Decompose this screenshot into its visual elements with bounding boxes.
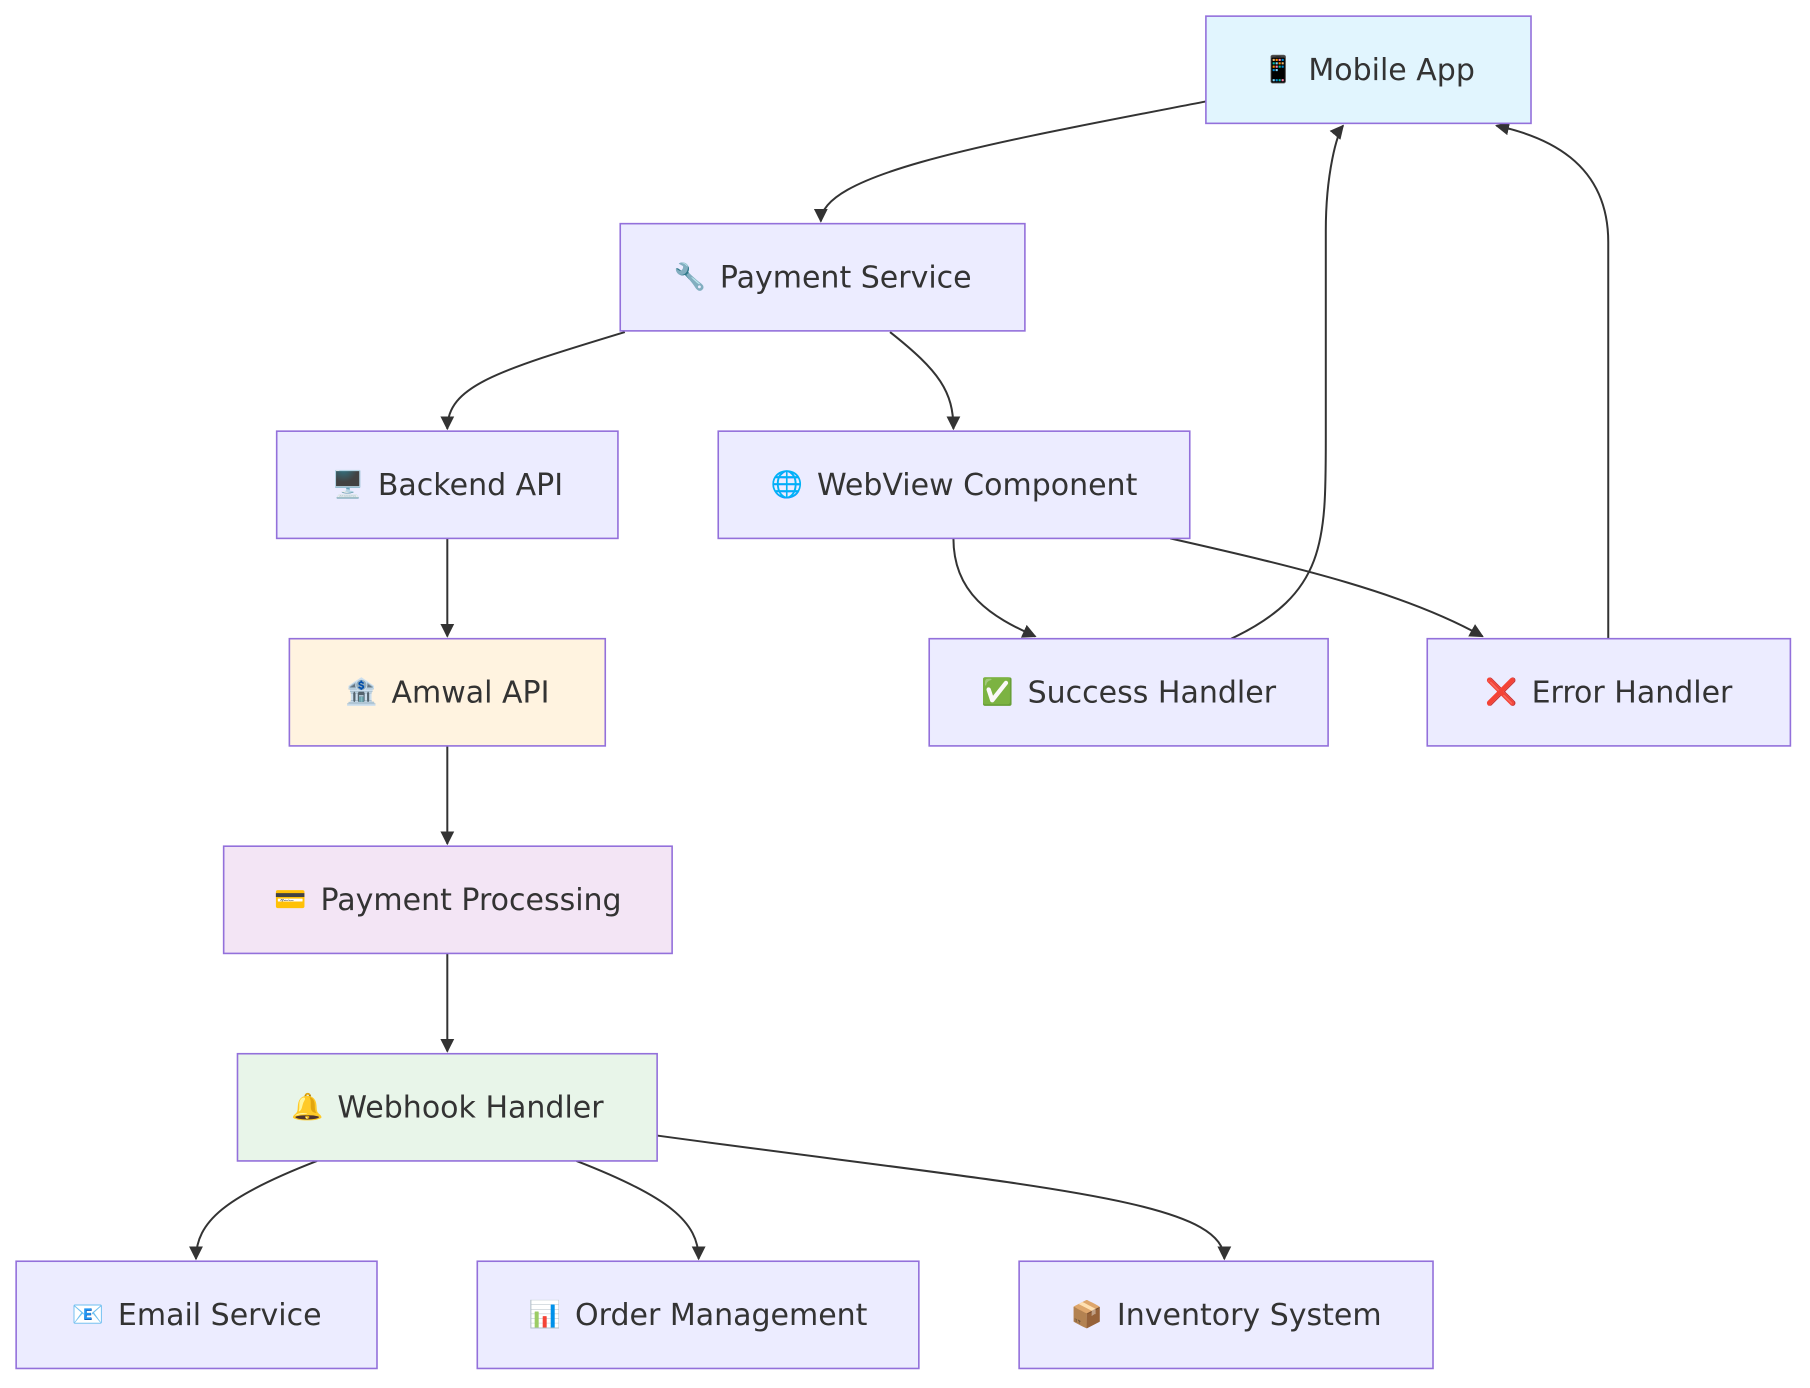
edge-webview-success [952, 538, 1037, 638]
node-label-text: WebView Component [817, 467, 1138, 502]
envelope-icon: 📧 [72, 1300, 104, 1330]
node-box [619, 222, 1026, 332]
node-box [1205, 15, 1532, 125]
node-label: 🔔 Webhook Handler [291, 1090, 604, 1125]
node-box [1426, 637, 1792, 747]
node-label-text: Inventory System [1117, 1297, 1382, 1332]
webhook-handler-node: 🔔 Webhook Handler [236, 1052, 658, 1162]
email-service-node: 📧 Email Service [15, 1260, 378, 1370]
node-label-text: Backend API [378, 467, 563, 502]
edge-mobile-payservice [813, 100, 1207, 223]
node-label-text: Order Management [575, 1297, 868, 1332]
webview-component-node: 🌐 WebView Component [717, 430, 1191, 540]
desktop-computer-icon: 🖥️ [331, 469, 363, 500]
node-label: ❌ Error Handler [1485, 675, 1733, 710]
bar-chart-icon: 📊 [529, 1299, 561, 1330]
edge-error-mobile [1495, 121, 1610, 639]
check-mark-icon: ✅ [981, 676, 1013, 707]
edge-webhook-order [576, 1160, 706, 1261]
node-box [275, 430, 619, 540]
node-box [15, 1260, 378, 1370]
error-handler-node: ❌ Error Handler [1426, 637, 1792, 747]
node-label: 📊 Order Management [529, 1297, 868, 1332]
globe-icon: 🌐 [771, 469, 803, 500]
payment-service-node: 🔧 Payment Service [619, 222, 1026, 332]
backend-api-node: 🖥️ Backend API [275, 430, 619, 540]
node-label-text: Email Service [118, 1297, 322, 1332]
node-label: 🏦 Amwal API [345, 675, 549, 710]
mobile-app-node: 📱 Mobile App [1205, 15, 1532, 125]
amwal-api-node: 🏦 Amwal API [288, 637, 607, 747]
node-label-text: Amwal API [391, 675, 549, 710]
node-label: 📦 Inventory System [1071, 1297, 1382, 1332]
node-label: 🌐 WebView Component [771, 467, 1138, 502]
node-label-text: Payment Processing [321, 882, 622, 917]
edge-webhook-inventory [656, 1134, 1232, 1261]
nodes-layer: 📱 Mobile App 🔧 Payment Service 🖥️ Backend API… [15, 15, 1792, 1370]
wrench-icon: 🔧 [674, 260, 706, 292]
edges-layer [188, 100, 1610, 1261]
node-label-text: Webhook Handler [337, 1090, 604, 1125]
edge-payservice-webview [889, 331, 961, 431]
credit-card-icon: 💳 [274, 885, 306, 915]
payment-processing-node: 💳 Payment Processing [222, 845, 673, 955]
bell-icon: 🔔 [291, 1092, 323, 1122]
node-label: 📧 Email Service [72, 1297, 322, 1332]
order-management-node: 📊 Order Management [476, 1260, 920, 1370]
edge-payservice-backend [440, 331, 626, 431]
node-label-text: Payment Service [720, 260, 972, 295]
node-box [236, 1052, 658, 1162]
inventory-system-node: 📦 Inventory System [1018, 1260, 1434, 1370]
mobile-phone-icon: 📱 [1262, 54, 1294, 85]
node-label: 🔧 Payment Service [674, 260, 972, 295]
node-box [1018, 1260, 1434, 1370]
edge-success-mobile [1230, 124, 1344, 640]
node-label: 📱 Mobile App [1262, 52, 1475, 87]
cross-mark-icon: ❌ [1485, 676, 1517, 707]
node-label-text: Mobile App [1308, 52, 1475, 87]
node-box [288, 637, 607, 747]
node-box [476, 1260, 920, 1370]
node-label-text: Error Handler [1532, 675, 1733, 710]
node-label: 🖥️ Backend API [331, 467, 563, 502]
success-handler-node: ✅ Success Handler [928, 637, 1329, 747]
node-box [222, 845, 673, 955]
node-box [717, 430, 1191, 540]
node-box [928, 637, 1329, 747]
edge-webview-error [1169, 537, 1484, 638]
edge-webhook-email [188, 1160, 318, 1261]
bank-icon: 🏦 [345, 676, 377, 707]
node-label-text: Success Handler [1028, 675, 1277, 710]
node-label: ✅ Success Handler [981, 675, 1276, 710]
package-icon: 📦 [1071, 1299, 1103, 1330]
node-label: 💳 Payment Processing [274, 882, 621, 917]
